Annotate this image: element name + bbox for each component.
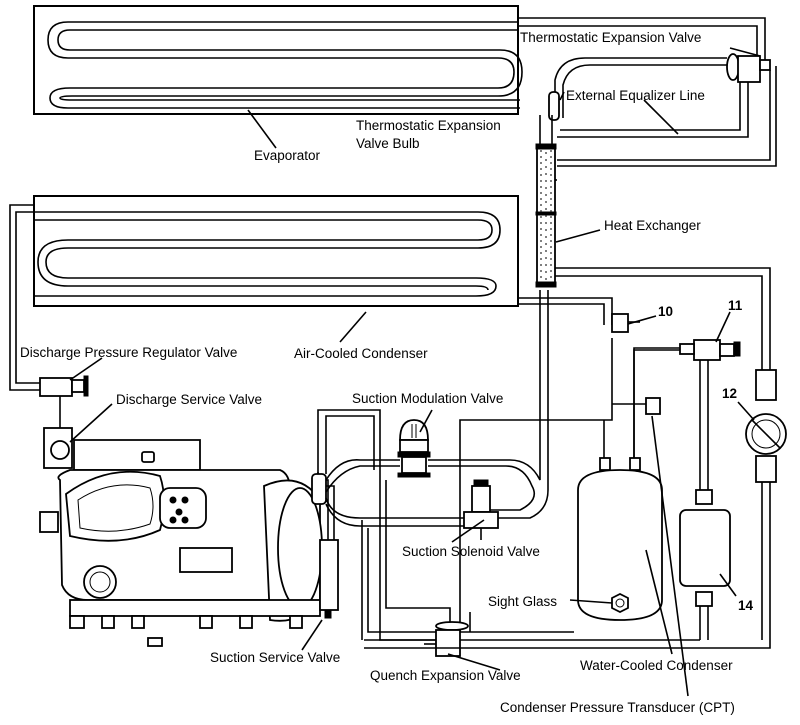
label-sight-glass: Sight Glass [488, 594, 557, 609]
quench-expansion-valve [424, 621, 469, 657]
compressor [39, 439, 323, 647]
label-number-10: 10 [658, 304, 673, 319]
labels: Thermostatic Expansion Valve External Eq… [20, 30, 754, 715]
discharge-pressure-regulator-valve [39, 375, 89, 428]
label-suction-solenoid-valve: Suction Solenoid Valve [402, 544, 540, 559]
label-air-cooled-condenser: Air-Cooled Condenser [294, 346, 428, 361]
component-11 [633, 339, 741, 490]
label-external-equalizer-line: External Equalizer Line [566, 88, 705, 103]
label-thermostatic-expansion-valve: Thermostatic Expansion Valve [520, 30, 701, 45]
discharge-service-valve [43, 427, 73, 469]
suction-modulation-valve [397, 419, 431, 478]
evaporator-coil [33, 5, 523, 115]
label-condenser-pressure-transducer: Condenser Pressure Transducer (CPT) [500, 700, 735, 715]
air-cooled-condenser [33, 195, 519, 307]
suction-solenoid-valve [463, 479, 499, 540]
label-tev-bulb-line1: Thermostatic Expansion [356, 118, 501, 133]
tev-bulb [548, 91, 560, 121]
label-discharge-service-valve: Discharge Service Valve [116, 392, 262, 407]
label-number-14: 14 [738, 598, 754, 613]
label-suction-modulation-valve: Suction Modulation Valve [352, 391, 503, 406]
label-heat-exchanger: Heat Exchanger [604, 218, 701, 233]
leader-lines [69, 47, 761, 697]
label-tev-bulb-line2: Valve Bulb [356, 136, 420, 151]
label-number-11: 11 [728, 298, 743, 313]
component-10 [611, 313, 640, 333]
sight-glass [611, 592, 629, 614]
thermostatic-expansion-valve [554, 53, 771, 118]
label-suction-service-valve: Suction Service Valve [210, 650, 340, 665]
label-quench-expansion-valve: Quench Expansion Valve [370, 668, 521, 683]
component-14 [679, 489, 731, 640]
component-12-indicator [745, 413, 787, 455]
label-water-cooled-condenser: Water-Cooled Condenser [580, 658, 733, 673]
label-number-12: 12 [722, 386, 737, 401]
label-evaporator: Evaporator [254, 148, 321, 163]
heat-exchanger [535, 143, 557, 288]
water-cooled-condenser [577, 349, 680, 621]
label-discharge-pressure-regulator-valve: Discharge Pressure Regulator Valve [20, 345, 237, 360]
condenser-pressure-transducer [612, 397, 661, 415]
